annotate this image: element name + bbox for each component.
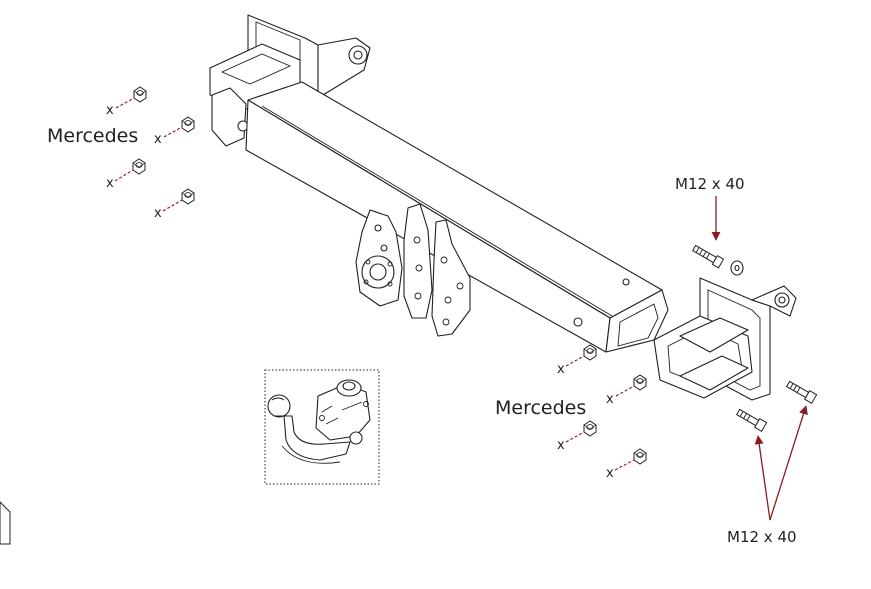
flange-nut-icon xyxy=(633,374,647,391)
nut-callout-line xyxy=(163,126,183,138)
socket-bracket xyxy=(355,209,403,307)
flange-nut-icon xyxy=(583,420,597,437)
top-bolt-washer: M12 x 40 xyxy=(675,175,745,276)
flange-nut-icon xyxy=(133,86,147,103)
bottom-bolts: M12 x 40 xyxy=(727,380,818,546)
mercedes-label-right: Mercedes xyxy=(495,397,586,419)
nut-callout-line xyxy=(614,459,635,471)
bolt-callout-arrow xyxy=(754,435,771,521)
bolt-icon xyxy=(735,408,768,433)
fastener-mark: x xyxy=(606,392,614,407)
bolt-icon xyxy=(785,380,818,405)
flange-nut-icon xyxy=(132,158,146,175)
nut-callout-line xyxy=(565,355,585,367)
fastener-mark: x xyxy=(557,362,565,377)
partial-panel-shape xyxy=(0,501,11,545)
right-nut-group: x x x x Mercedes xyxy=(495,344,647,481)
fastener-mark: x xyxy=(106,103,114,118)
nut-callout-line xyxy=(162,199,183,212)
fastener-mark: x xyxy=(557,438,565,453)
right-mounting-bracket xyxy=(653,277,797,401)
fastener-mark: x xyxy=(154,132,162,147)
fastener-mark: x xyxy=(154,206,162,221)
bolt-label-top: M12 x 40 xyxy=(675,175,745,193)
flange-nut-icon xyxy=(633,448,647,465)
flange-nut-icon xyxy=(181,116,195,133)
link-plate-right xyxy=(431,219,471,337)
nut-callout-line xyxy=(615,385,635,397)
nut-callout-line xyxy=(115,97,135,109)
bolt-callout-arrow xyxy=(769,405,808,521)
towball-inset xyxy=(264,369,380,485)
bolt-icon xyxy=(691,244,725,269)
fastener-mark: x xyxy=(606,466,614,481)
flange-nut-icon xyxy=(181,188,195,205)
nut-callout-line xyxy=(565,431,585,443)
bolt-label-bottom: M12 x 40 xyxy=(727,528,797,546)
nut-callout-line xyxy=(114,169,134,182)
cross-beam xyxy=(245,81,669,353)
flange-nut-icon xyxy=(583,344,597,361)
mercedes-label-left: Mercedes xyxy=(47,125,138,147)
fastener-mark: x xyxy=(106,176,114,191)
left-nut-group: x x x x Mercedes xyxy=(47,86,195,221)
link-plate-left xyxy=(403,203,433,319)
